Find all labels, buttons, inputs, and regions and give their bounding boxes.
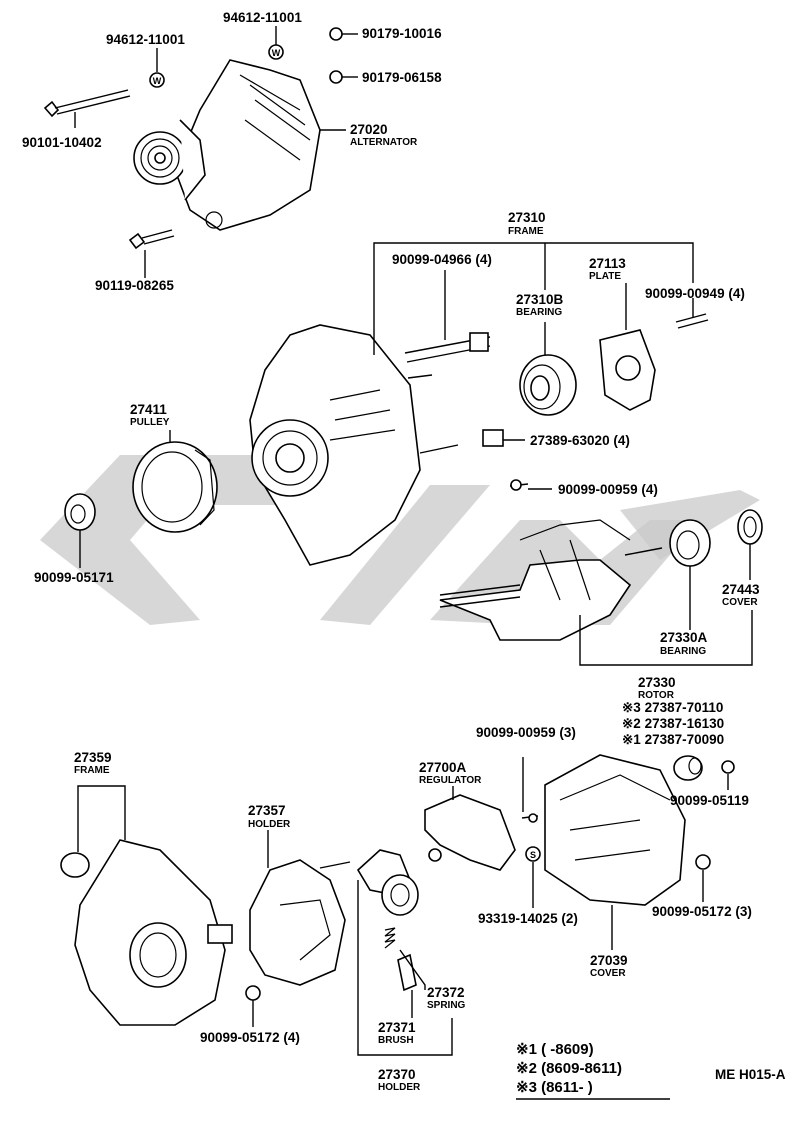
bolt-90101	[43, 89, 131, 118]
alternator-assembly	[133, 59, 321, 231]
washer-mark-w2: W	[272, 48, 281, 58]
label-90119: 90119-08265	[95, 278, 174, 293]
label-27411: 27411	[130, 402, 167, 417]
stud-bolt-90099-04966	[404, 332, 491, 363]
label-frame-bottom: FRAME	[74, 765, 110, 776]
nut-90099-05171	[64, 493, 96, 531]
insulator-27389	[482, 429, 504, 447]
plate-27113	[599, 329, 656, 411]
label-holder-bottom: HOLDER	[378, 1082, 421, 1093]
nut-90099-05119	[721, 760, 735, 774]
regulator-27700a	[424, 794, 516, 871]
label-cover-bottom: COVER	[590, 968, 626, 979]
spring-27372	[384, 927, 396, 949]
cover-27039	[544, 754, 686, 906]
holder-27370	[356, 849, 419, 916]
label-93319: 93319-14025 (2)	[478, 911, 578, 926]
screw-90099-00949	[675, 313, 709, 329]
label-90101: 90101-10402	[22, 135, 102, 150]
label-27330: 27330	[638, 675, 676, 690]
label-27039: 27039	[590, 953, 628, 968]
label-27371: 27371	[378, 1020, 416, 1035]
label-90099-05172-b: 90099-05172 (4)	[200, 1030, 300, 1045]
nut-90099-05172-b	[245, 985, 261, 1001]
label-bearing-mid: BEARING	[660, 646, 706, 657]
label-90099-00949: 90099-00949 (4)	[645, 286, 745, 301]
bushing-27359	[60, 852, 90, 878]
insulator-90099-05119	[673, 755, 703, 781]
label-27020: 27020	[350, 122, 388, 137]
frame-27359	[74, 839, 233, 1026]
diagram-code: ME H015-A	[715, 1067, 786, 1082]
label-brush: BRUSH	[378, 1035, 414, 1046]
label-rotor: ROTOR	[638, 690, 675, 701]
label-plate: PLATE	[589, 271, 621, 282]
label-90099-04966: 90099-04966 (4)	[392, 252, 492, 267]
label-27389: 27389-63020 (4)	[530, 433, 630, 448]
label-90099-00959-b: 90099-00959 (3)	[476, 725, 576, 740]
washer-mark-s: S	[530, 850, 536, 860]
cover-27443	[737, 509, 763, 545]
pulley-27411	[132, 441, 218, 533]
bearing-27330a	[669, 519, 711, 567]
label-90179-10016: 90179-10016	[362, 26, 442, 41]
nut-90179-06158	[329, 70, 343, 84]
label-94612-a: 94612-11001	[106, 32, 185, 47]
label-27310: 27310	[508, 210, 546, 225]
label-90099-05172-a: 90099-05172 (3)	[652, 904, 752, 919]
nut-90099-05172-a	[695, 854, 711, 870]
label-27372: 27372	[427, 985, 465, 1000]
label-27357: 27357	[248, 803, 286, 818]
label-alternator: ALTERNATOR	[350, 137, 418, 148]
legend-variant-1: ※1 ( -8609)	[516, 1041, 594, 1058]
label-90099-00959-a: 90099-00959 (4)	[558, 482, 658, 497]
screw-90099-00959-b	[521, 813, 539, 823]
brush-27371	[397, 953, 417, 992]
holder-27357	[249, 859, 351, 986]
label-90179-06158: 90179-06158	[362, 70, 442, 85]
label-regulator: REGULATOR	[419, 775, 482, 786]
label-27330a: 27330A	[660, 630, 708, 645]
label-var1: ※1 27387-70090	[622, 732, 724, 747]
label-90099-05119: 90099-05119	[670, 793, 749, 808]
label-27700a: 27700A	[419, 760, 467, 775]
washer-93319: S	[525, 846, 541, 862]
label-holder-mid: HOLDER	[248, 819, 291, 830]
label-spring: SPRING	[427, 1000, 466, 1011]
label-27370: 27370	[378, 1067, 416, 1082]
screw-90099-00959-a	[509, 479, 529, 491]
label-27113: 27113	[589, 256, 626, 271]
label-frame-top: FRAME	[508, 226, 544, 237]
label-pulley: PULLEY	[130, 417, 170, 428]
label-var3: ※3 27387-70110	[622, 700, 723, 715]
label-27310b: 27310B	[516, 292, 564, 307]
label-var2: ※2 27387-16130	[622, 716, 724, 731]
label-94612-b: 94612-11001	[223, 10, 302, 25]
washer-94612-a: W	[149, 72, 165, 88]
rotor-27330	[439, 519, 663, 641]
washer-mark-w1: W	[153, 76, 162, 86]
frame-27310	[249, 324, 459, 566]
label-27359: 27359	[74, 750, 112, 765]
nut-90179-10016	[329, 27, 343, 41]
label-bearing-top: BEARING	[516, 307, 562, 318]
bolt-90119	[128, 229, 175, 250]
label-90099-05171: 90099-05171	[34, 570, 114, 585]
legend-variant-2: ※2 (8609-8611)	[516, 1060, 622, 1077]
bearing-27310b	[519, 354, 577, 416]
washer-94612-b: W	[268, 44, 284, 60]
label-cover-right: COVER	[722, 597, 758, 608]
label-27443: 27443	[722, 582, 760, 597]
legend-variant-3: ※3 (8611- )	[516, 1079, 593, 1096]
